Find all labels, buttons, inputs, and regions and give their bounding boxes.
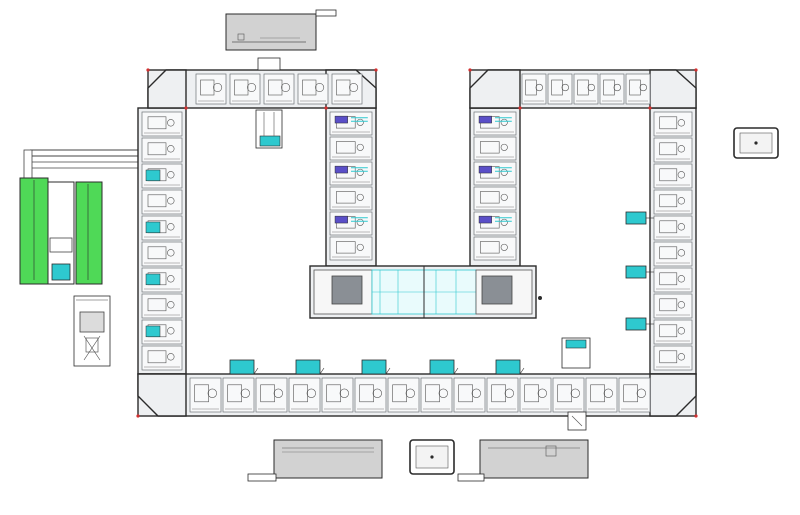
module-cell	[653, 241, 693, 267]
frame-corner	[137, 373, 187, 417]
module-cell	[141, 293, 183, 319]
line-cells	[141, 73, 693, 413]
teal-station	[495, 359, 521, 375]
module-cell	[141, 111, 183, 137]
module-cell	[329, 161, 373, 186]
module-cell	[321, 377, 354, 413]
module-cell	[297, 73, 329, 105]
module-cell	[222, 377, 255, 413]
bottom-right-cabinet	[457, 439, 589, 482]
bottom-center-pedestal	[409, 439, 455, 475]
line-frames	[136, 68, 698, 418]
module-cell	[625, 73, 651, 105]
module-cell	[420, 377, 453, 413]
module-cell	[653, 319, 693, 345]
module-cell	[573, 73, 599, 105]
module-cell	[189, 377, 222, 413]
module-cell	[229, 73, 261, 105]
module-cell	[653, 189, 693, 215]
module-cell	[263, 73, 295, 105]
module-cell	[547, 73, 573, 105]
module-cell	[486, 377, 519, 413]
module-cell	[521, 73, 547, 105]
module-cell	[329, 186, 373, 211]
module-cell	[195, 73, 227, 105]
corner-marker	[648, 106, 652, 110]
teal-station	[625, 211, 647, 225]
corner-marker	[136, 414, 140, 418]
module-cell	[653, 293, 693, 319]
module-cell	[519, 377, 552, 413]
teal-station	[625, 265, 647, 279]
corner-marker	[324, 106, 328, 110]
teal-station	[295, 359, 321, 375]
module-cell	[552, 377, 585, 413]
module-cell	[453, 377, 486, 413]
module-cell	[653, 163, 693, 189]
bottom-left-cabinet	[247, 439, 383, 482]
module-cell	[329, 211, 373, 236]
top-gantry	[255, 57, 283, 149]
loader-station	[19, 149, 140, 285]
module-cell	[255, 377, 288, 413]
module-cell	[618, 377, 651, 413]
module-cell	[653, 267, 693, 293]
module-cell	[585, 377, 618, 413]
module-cell	[141, 267, 183, 293]
bottom-gantry	[561, 337, 591, 431]
module-cell	[329, 136, 373, 161]
teal-station	[429, 359, 455, 375]
module-cell	[141, 163, 183, 189]
frame-corner	[469, 69, 521, 109]
corner-marker	[694, 414, 698, 418]
corner-marker	[694, 68, 698, 72]
module-cell	[653, 345, 693, 371]
teal-station	[229, 359, 255, 375]
module-cell	[473, 161, 517, 186]
module-cell	[329, 111, 373, 136]
corner-marker	[518, 106, 522, 110]
module-cell	[331, 73, 363, 105]
module-cell	[354, 377, 387, 413]
corner-marker	[468, 68, 472, 72]
module-cell	[141, 345, 183, 371]
module-cell	[141, 215, 183, 241]
module-cell	[653, 215, 693, 241]
module-cell	[141, 137, 183, 163]
module-cell	[141, 189, 183, 215]
module-cell	[473, 136, 517, 161]
frame-corner	[147, 69, 187, 109]
module-cell	[473, 211, 517, 236]
module-cell	[141, 241, 183, 267]
right-teal-stations	[625, 211, 654, 331]
teal-station	[625, 317, 647, 331]
bottom-teal-stations	[229, 359, 525, 375]
module-cell	[653, 111, 693, 137]
module-cell	[387, 377, 420, 413]
module-cell	[473, 236, 517, 261]
corner-marker	[374, 68, 378, 72]
teal-station	[361, 359, 387, 375]
module-cell	[288, 377, 321, 413]
module-cell	[599, 73, 625, 105]
module-cell	[473, 186, 517, 211]
corner-marker	[146, 68, 150, 72]
corner-marker	[184, 106, 188, 110]
module-cell	[329, 236, 373, 261]
module-cell	[141, 319, 183, 345]
right-pedestal	[733, 127, 779, 159]
top-control-cabinet	[225, 9, 337, 51]
module-cell	[653, 137, 693, 163]
central-transfer-station	[309, 265, 542, 319]
module-cell	[473, 111, 517, 136]
robot-unit	[73, 295, 111, 367]
